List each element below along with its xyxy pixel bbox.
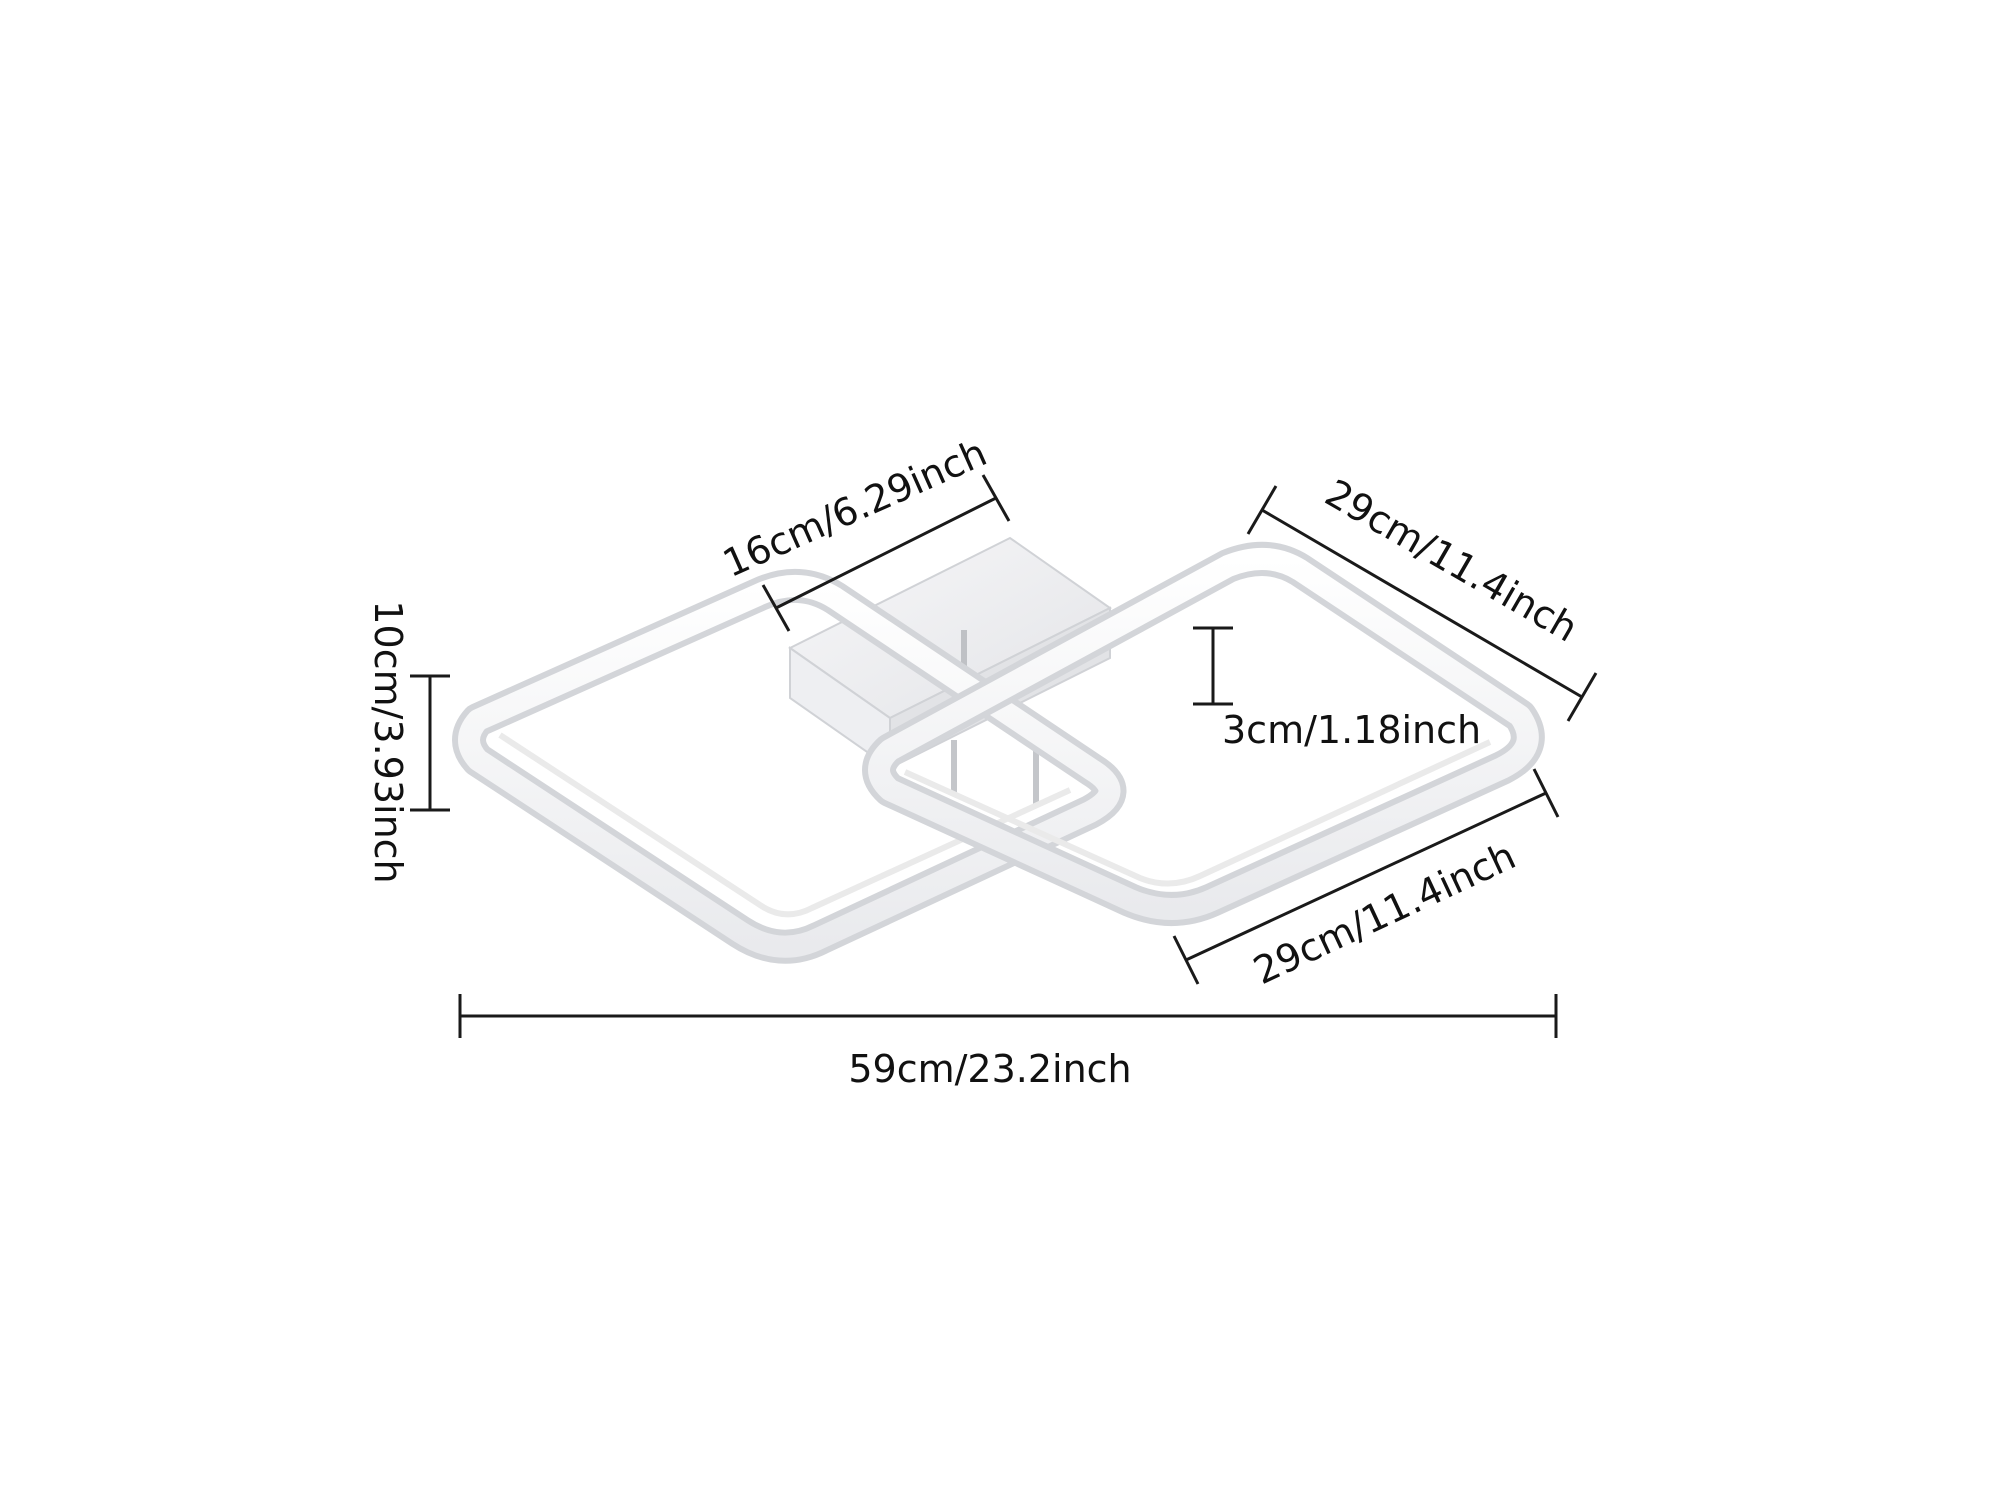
- dimension-total-width: 59cm/23.2inch: [458, 994, 1558, 1091]
- label-mount-height: 3cm/1.18inch: [1222, 708, 1481, 752]
- right-square-ring: [862, 541, 1545, 926]
- left-square-ring: [452, 569, 1127, 964]
- dimension-right-upper: 29cm/11.4inch: [1246, 471, 1598, 722]
- dimension-mount-height: 3cm/1.18inch: [1193, 626, 1481, 752]
- label-left-height: 10cm/3.93inch: [366, 600, 410, 883]
- label-top-depth: 16cm/6.29inch: [716, 430, 993, 585]
- support-rods: [951, 630, 1039, 806]
- label-total-width: 59cm/23.2inch: [848, 1047, 1131, 1091]
- dimension-left-height: 10cm/3.93inch: [366, 600, 450, 884]
